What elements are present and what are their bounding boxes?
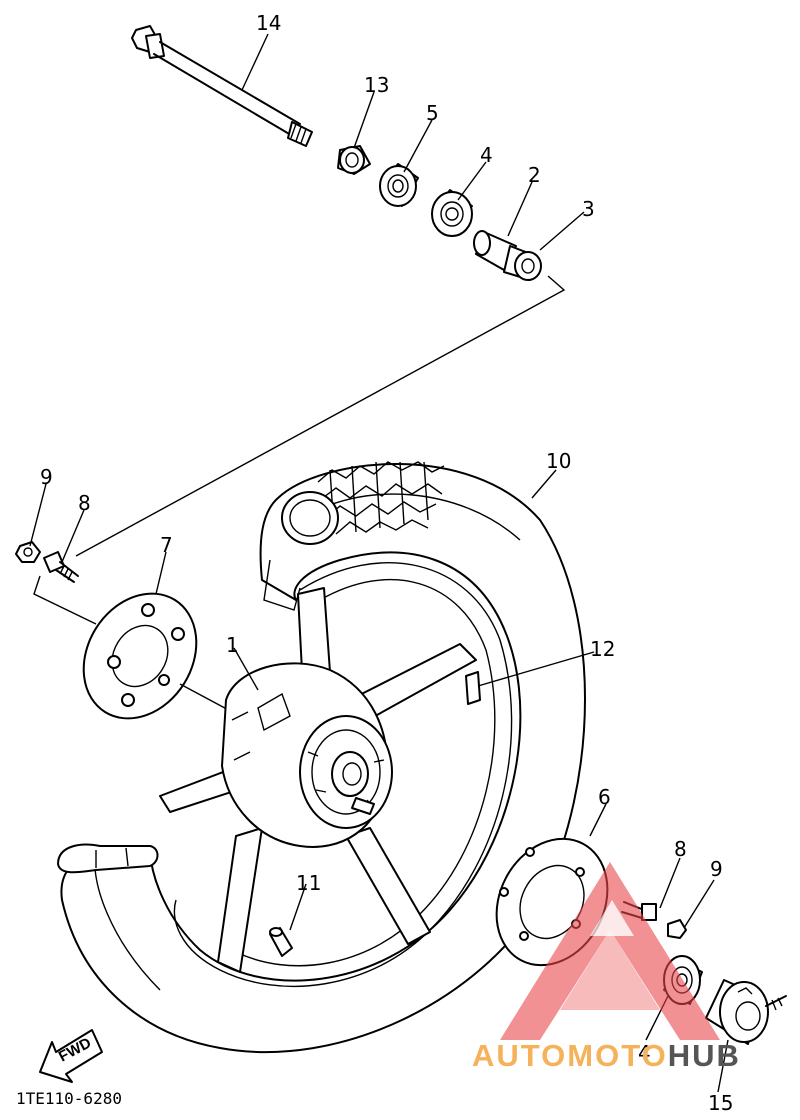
bolt-part-upper [43, 551, 79, 583]
watermark-text: AUTOMOTOHUB [472, 1038, 741, 1073]
spacer-part [473, 230, 542, 281]
hub [221, 662, 393, 848]
callout-4-lower: 4 [638, 1041, 651, 1065]
callout-5: 5 [426, 101, 439, 125]
watermark-logo [500, 862, 720, 1040]
balance-weight [465, 671, 481, 705]
rim [173, 559, 513, 988]
tire [57, 461, 586, 1053]
collar-part [337, 145, 371, 175]
drawing-code: 1TE110-6280 [16, 1089, 122, 1108]
callout-13: 13 [364, 73, 389, 97]
damper-plate [82, 592, 237, 720]
callout-8-lower: 8 [674, 837, 687, 861]
axle-part [131, 25, 313, 147]
callout-2: 2 [528, 163, 541, 187]
callout-14: 14 [256, 11, 281, 35]
bearing-part-5 [379, 163, 419, 207]
nut-part-upper [15, 541, 41, 563]
callout-10: 10 [546, 449, 571, 473]
leader-lines [29, 33, 729, 1093]
fwd-arrow: FWD [39, 1029, 103, 1083]
collar-part-15 [705, 979, 787, 1045]
callout-8-upper: 8 [78, 491, 91, 515]
valve-part [269, 927, 293, 957]
callout-9-lower: 9 [710, 857, 723, 881]
callout-3: 3 [582, 197, 595, 221]
callout-11: 11 [296, 871, 321, 895]
callout-9-upper: 9 [40, 465, 53, 489]
callout-15: 15 [708, 1091, 733, 1115]
callout-12: 12 [590, 637, 615, 661]
callout-4-upper: 4 [480, 143, 493, 167]
callout-7: 7 [160, 533, 173, 557]
callout-1: 1 [226, 633, 239, 657]
nut-part-lower [667, 919, 687, 939]
bearing-part-4-upper [431, 189, 473, 237]
callouts: 14 13 5 4 2 3 10 9 8 7 1 12 6 8 9 11 4 1… [40, 11, 733, 1115]
callout-6: 6 [598, 785, 611, 809]
